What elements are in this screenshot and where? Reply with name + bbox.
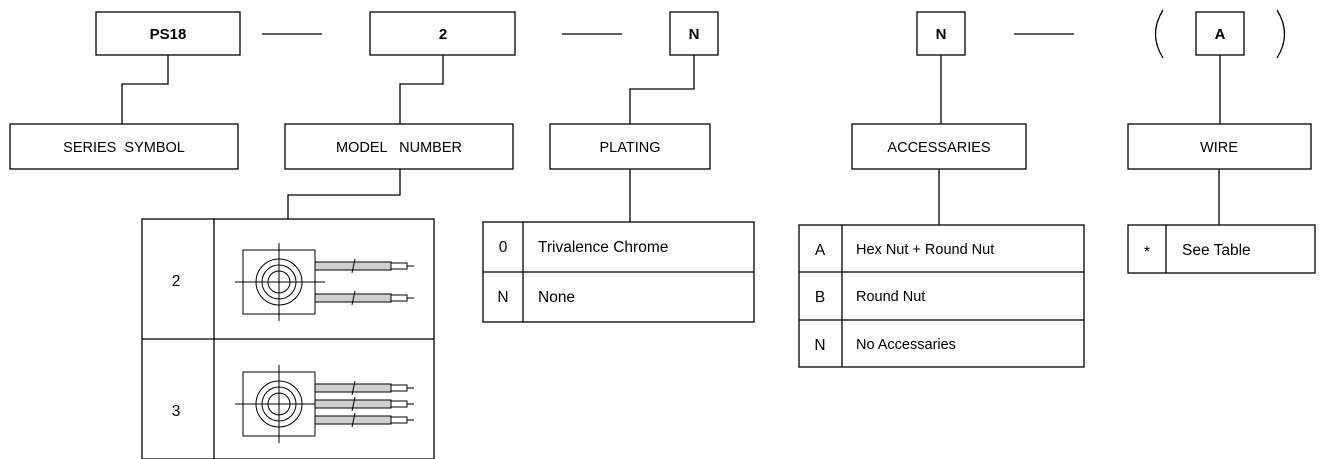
series-connector (121, 55, 169, 124)
accessaries-table: A Hex Nut + Round Nut B Round Nut N No A… (798, 224, 1085, 368)
series-code: PS18 (150, 26, 187, 43)
plating-table-code: 0 (499, 239, 508, 256)
left-parenthesis (1154, 9, 1164, 59)
accessaries-code-box: N (916, 11, 966, 56)
model-table: 2 3 (141, 218, 435, 459)
two-wire-connector-icon (235, 243, 414, 321)
plating-code-box: N (669, 11, 719, 56)
wire-code-box: A (1195, 11, 1245, 56)
series-label: SERIES SYMBOL (63, 140, 185, 156)
plating-table: 0 Trivalence Chrome N None (482, 221, 755, 323)
wire-table-desc: See Table (1182, 242, 1251, 259)
wire-label-box: WIRE (1127, 123, 1312, 170)
wire-table-code: * (1144, 244, 1150, 261)
plating-label-box: PLATING (549, 123, 711, 170)
model-table-row-code: 2 (172, 273, 181, 290)
model-label: MODEL NUMBER (336, 140, 462, 156)
model-label-box: MODEL NUMBER (284, 123, 514, 170)
three-wire-connector-icon (235, 365, 414, 443)
series-label-box: SERIES SYMBOL (9, 123, 239, 170)
accessaries-table-code: B (815, 289, 825, 306)
plating-connector (629, 55, 695, 124)
accessaries-table-desc: Hex Nut + Round Nut (856, 242, 994, 258)
wire-code: A (1215, 26, 1226, 43)
accessaries-label: ACCESSARIES (887, 140, 990, 156)
model-code-box: 2 (369, 11, 516, 56)
accessaries-table-desc: Round Nut (856, 289, 925, 305)
model-connector (399, 55, 444, 124)
accessaries-label-box: ACCESSARIES (851, 123, 1027, 170)
model-table-connector (287, 169, 401, 219)
series-code-box: PS18 (95, 11, 241, 56)
plating-table-desc: None (538, 289, 575, 306)
plating-table-desc: Trivalence Chrome (538, 239, 668, 256)
accessaries-code: N (936, 26, 947, 43)
plating-table-code: N (497, 289, 508, 306)
model-table-row-code: 3 (172, 403, 181, 420)
accessaries-table-desc: No Accessaries (856, 337, 956, 353)
accessaries-table-code: A (815, 242, 826, 259)
accessaries-table-code: N (814, 337, 825, 354)
wire-table: * See Table (1127, 224, 1316, 274)
wire-label: WIRE (1200, 140, 1238, 156)
plating-code: N (689, 26, 700, 43)
plating-label: PLATING (600, 140, 661, 156)
model-code: 2 (439, 26, 447, 43)
right-parenthesis (1276, 9, 1286, 59)
